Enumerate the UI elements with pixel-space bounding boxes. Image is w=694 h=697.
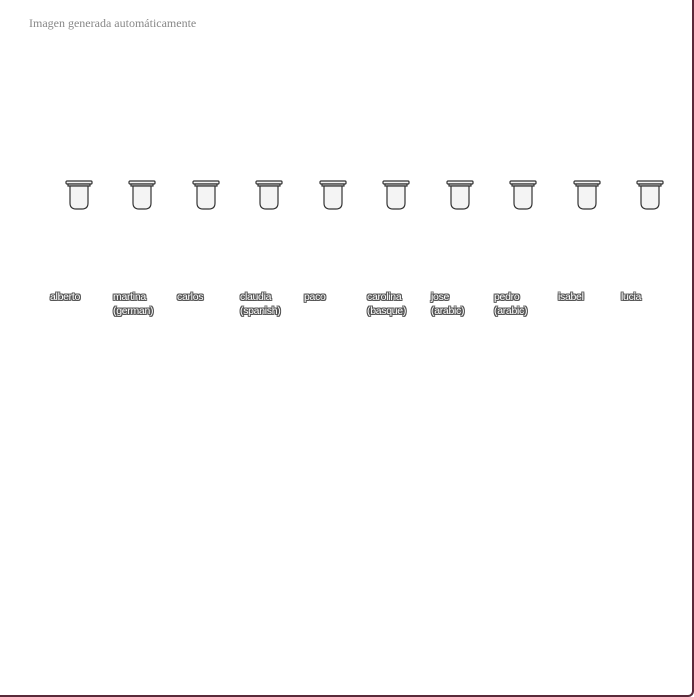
person-language: (german)	[113, 305, 154, 317]
person-label: isabel	[558, 290, 584, 304]
person-name: paco	[304, 291, 326, 303]
person-icon	[192, 180, 220, 210]
person-pedro: pedro (arabic)	[494, 180, 554, 330]
person-label: jose (arabic)	[431, 290, 465, 318]
person-icon	[509, 180, 537, 210]
person-name: isabel	[558, 291, 584, 303]
person-icon	[636, 180, 664, 210]
person-carolina: carolina (basque)	[367, 180, 427, 330]
person-label: lucia	[621, 290, 641, 304]
person-label: carolina (basque)	[367, 290, 406, 318]
person-label: claudia (spanish)	[240, 290, 281, 318]
person-icon	[65, 180, 93, 210]
person-name: martina	[113, 291, 146, 303]
person-name: carolina	[367, 291, 402, 303]
person-icon	[255, 180, 283, 210]
person-name: pedro	[494, 291, 520, 303]
person-icon	[319, 180, 347, 210]
person-name: claudia	[240, 291, 272, 303]
person-paco: paco	[304, 180, 364, 330]
person-icon	[573, 180, 601, 210]
person-language: (basque)	[367, 305, 407, 317]
person-label: alberto	[50, 290, 80, 304]
person-name: lucia	[621, 291, 642, 303]
person-label: martina (german)	[113, 290, 154, 318]
person-name: carlos	[177, 291, 204, 303]
person-icon	[446, 180, 474, 210]
person-name: jose	[431, 291, 450, 303]
person-language: (arabic)	[494, 305, 528, 317]
person-icon	[128, 180, 156, 210]
person-label: carlos	[177, 290, 204, 304]
person-carlos: carlos	[177, 180, 237, 330]
person-claudia: claudia (spanish)	[240, 180, 300, 330]
person-icon	[382, 180, 410, 210]
image-caption: Imagen generada automáticamente	[29, 16, 197, 30]
person-martina: martina (german)	[113, 180, 173, 330]
person-jose: jose (arabic)	[431, 180, 491, 330]
person-alberto: alberto	[50, 180, 110, 330]
person-lucia: lucia	[621, 180, 681, 330]
person-label: paco	[304, 290, 326, 304]
person-name: alberto	[50, 291, 81, 303]
person-language: (arabic)	[431, 305, 465, 317]
person-label: pedro (arabic)	[494, 290, 528, 318]
person-language: (spanish)	[240, 305, 281, 317]
person-isabel: isabel	[558, 180, 618, 330]
